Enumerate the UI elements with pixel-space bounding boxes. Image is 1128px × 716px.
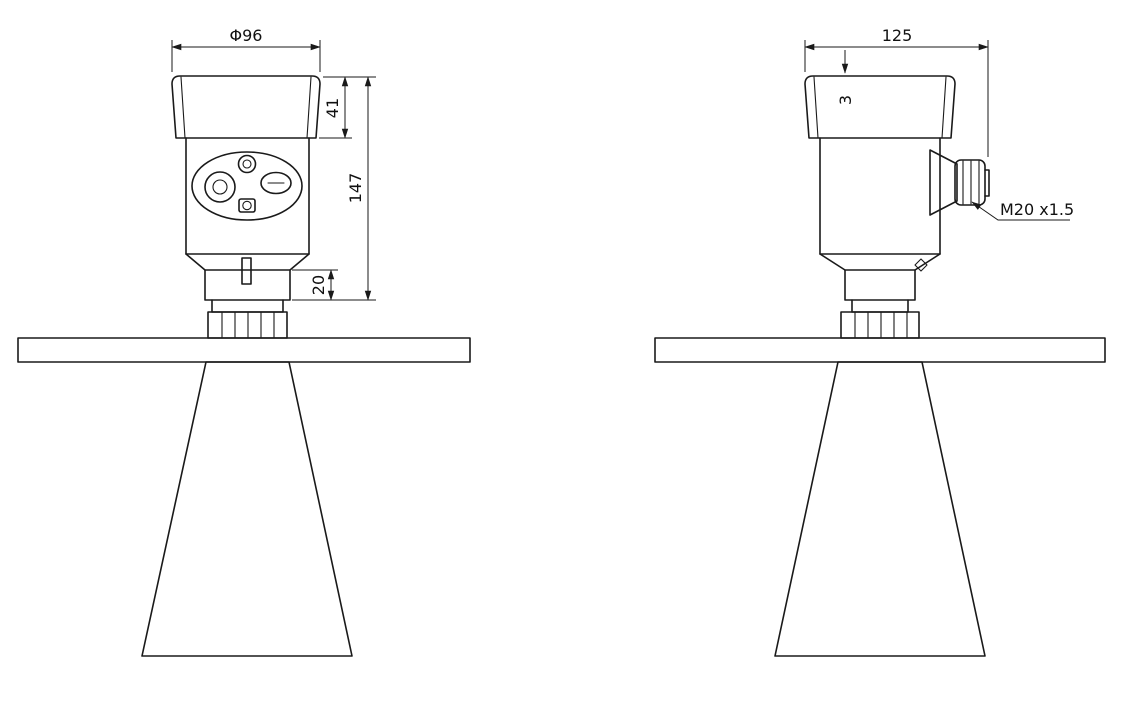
ground-screw	[914, 258, 928, 272]
side-flange	[654, 337, 1106, 363]
cable-gland-cap	[984, 169, 990, 197]
dimension-41: 41	[319, 76, 376, 139]
round-button-small	[237, 154, 257, 174]
cable-gland-label: M20 x1.5	[1000, 200, 1074, 219]
front-horn-antenna	[141, 361, 353, 657]
vent-tab	[241, 257, 252, 285]
front-cover	[171, 75, 321, 139]
dimension-3: 3	[836, 50, 855, 105]
side-cover	[804, 75, 956, 139]
side-housing-body	[819, 137, 941, 255]
oval-button	[260, 171, 292, 195]
dim-label-20: 20	[309, 275, 328, 295]
display-face	[191, 151, 303, 221]
dim-label-41: 41	[323, 98, 342, 118]
side-horn-antenna	[774, 361, 986, 657]
side-neck	[819, 253, 941, 301]
round-button-small-inner	[242, 159, 252, 169]
cable-gland	[929, 149, 990, 216]
dim-label-3: 3	[836, 95, 855, 105]
side-process-connection	[840, 299, 920, 339]
cable-gland-callout: M20 x1.5	[971, 200, 1074, 221]
dimension-125: 125	[804, 26, 989, 157]
round-button-large	[204, 171, 236, 203]
front-view: Φ96 41 147 20	[17, 26, 471, 657]
side-view: M20 x1.5 125 3	[654, 26, 1106, 657]
front-housing-body	[185, 137, 310, 255]
cable-gland-boss	[929, 149, 958, 216]
round-button-large-inner	[212, 179, 228, 195]
dim-label-125: 125	[882, 26, 913, 45]
front-neck	[185, 253, 310, 301]
front-flange	[17, 337, 471, 363]
front-process-connection	[207, 299, 288, 339]
square-button	[238, 198, 256, 213]
dim-label-phi96: Φ96	[230, 26, 263, 45]
dim-label-147: 147	[346, 173, 365, 204]
display-bezel	[191, 151, 303, 221]
dimension-20: 20	[292, 269, 338, 301]
cable-gland-nut	[954, 159, 986, 206]
dimension-phi96: Φ96	[171, 26, 321, 72]
square-button-inner	[242, 200, 252, 211]
